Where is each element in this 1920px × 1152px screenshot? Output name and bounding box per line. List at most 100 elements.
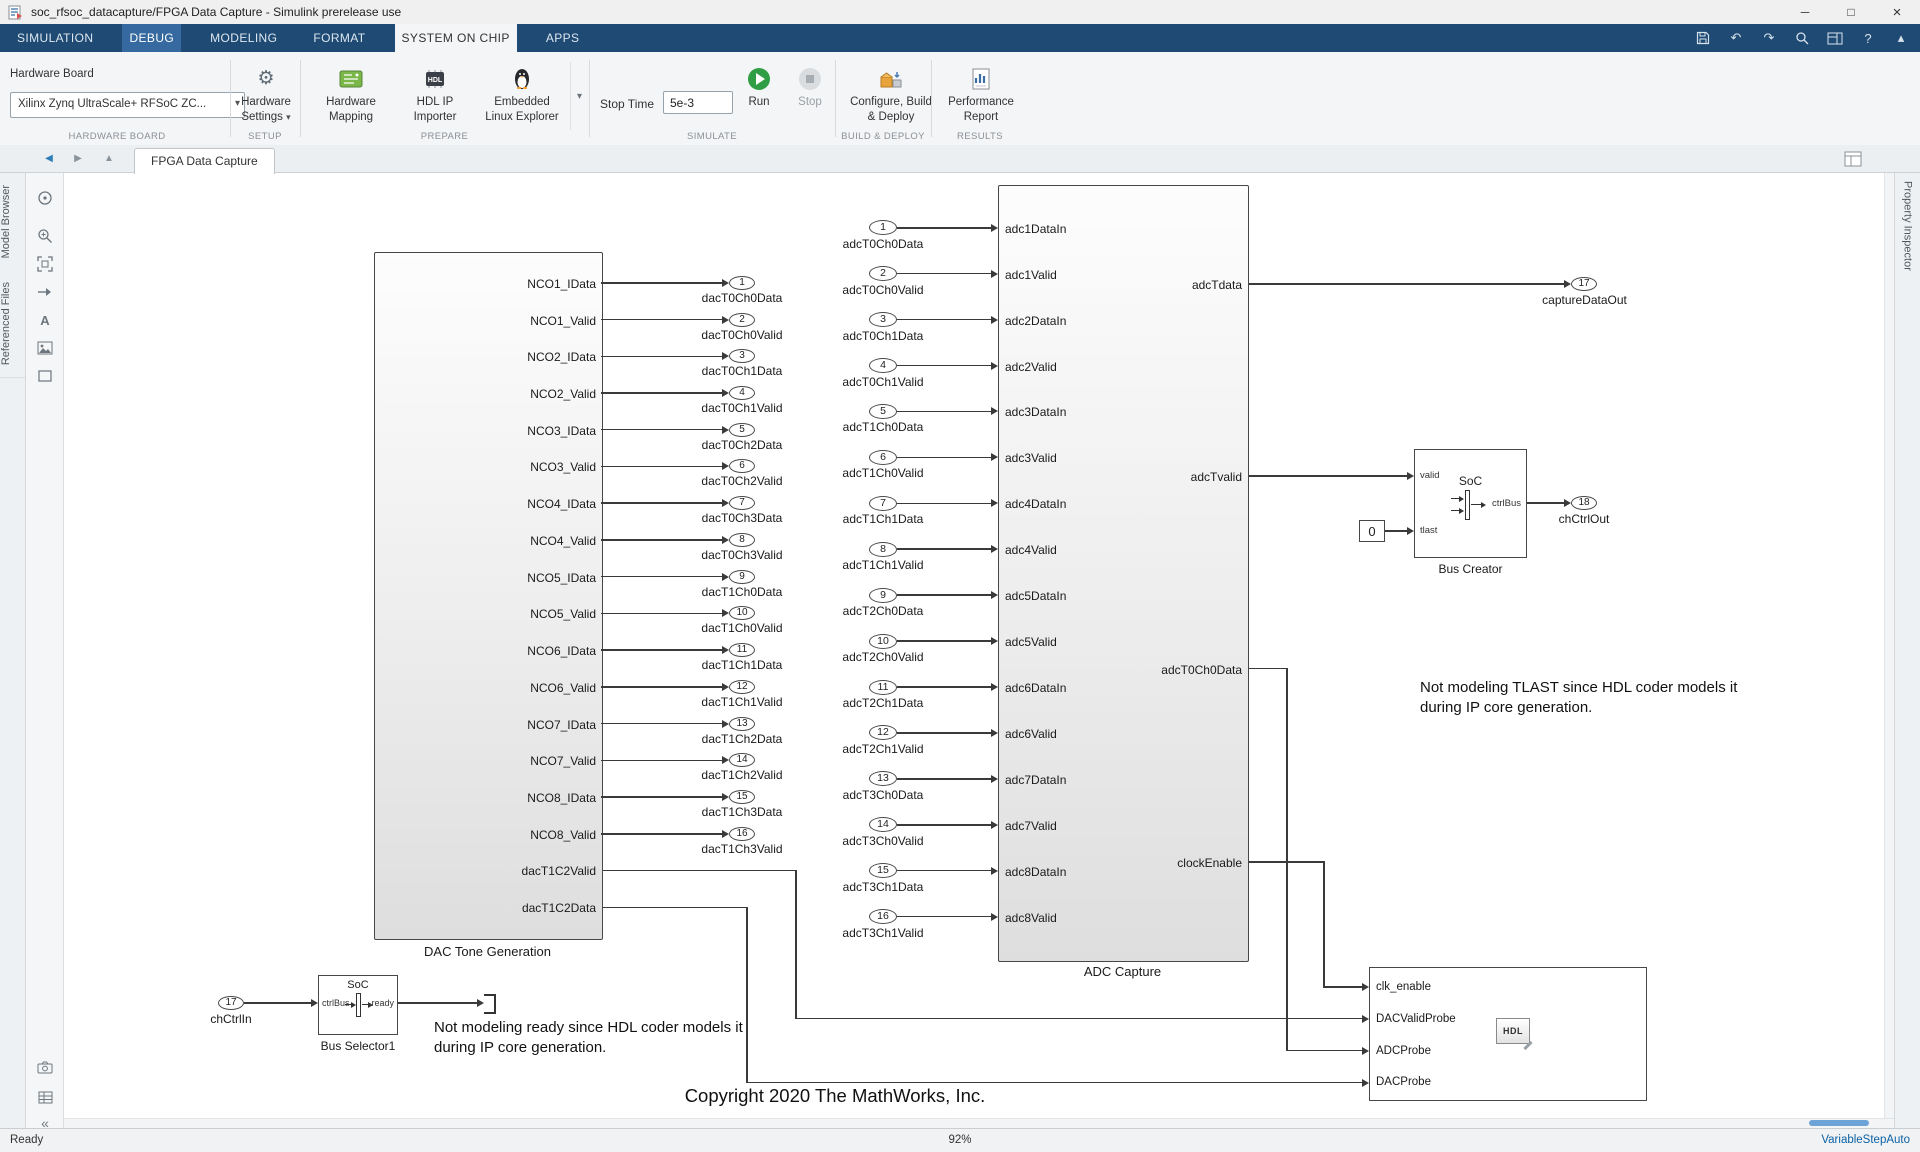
forward-button[interactable]: ▶ [67, 149, 89, 169]
hardware-settings-button[interactable]: ⚙ Hardware Settings ▾ [234, 58, 298, 136]
outport-oval[interactable]: 17 [1571, 277, 1597, 291]
pan-view-icon[interactable] [33, 186, 57, 210]
signal-line[interactable] [897, 916, 992, 918]
viewmark-icon[interactable] [33, 1055, 57, 1079]
zoom-in-icon[interactable] [33, 224, 57, 248]
stop-time-input[interactable] [663, 91, 733, 114]
report-icon [972, 66, 990, 92]
inport-oval[interactable]: 11 [869, 680, 897, 695]
bus-creator-block[interactable]: SoC valid tlast ctrlBus [1414, 449, 1527, 558]
inport-oval[interactable]: 16 [869, 909, 897, 924]
signal-line[interactable] [897, 548, 992, 550]
signal-line[interactable] [897, 365, 992, 367]
inport-oval[interactable]: 7 [869, 496, 897, 511]
collapse-ribbon-icon[interactable]: ▴ [1892, 29, 1910, 47]
sidebar-tab-referenced-files[interactable]: Referenced Files [0, 270, 25, 378]
inport-oval[interactable]: 4 [869, 358, 897, 373]
status-bar: Ready 92% VariableStepAuto [0, 1128, 1920, 1152]
image-annotation-icon[interactable] [33, 336, 57, 360]
route-arrow-icon[interactable] [33, 280, 57, 304]
sample-time-legend-icon[interactable] [33, 1085, 57, 1109]
close-button[interactable]: × [1874, 0, 1920, 24]
adc-port-label: adc8Valid [1005, 911, 1057, 925]
inport-oval[interactable]: 15 [869, 863, 897, 878]
undo-icon[interactable]: ↶ [1727, 29, 1745, 47]
signal-line[interactable] [897, 824, 992, 826]
solver-name[interactable]: VariableStepAuto [1821, 1134, 1910, 1146]
zoom-level: 92% [0, 1134, 1920, 1146]
tab-format[interactable]: FORMAT [306, 24, 372, 52]
tab-modeling[interactable]: MODELING [203, 24, 284, 52]
left-tab-strip: Model Browser Referenced Files [0, 173, 26, 1128]
configure-build-deploy-button[interactable]: Configure, Build & Deploy [840, 58, 942, 136]
h-scrollbar-thumb[interactable] [1809, 1120, 1869, 1126]
hdl-ip-importer-button[interactable]: HDL HDL IP Importer [398, 58, 472, 136]
embedded-linux-explorer-button[interactable]: Embedded Linux Explorer [476, 58, 568, 136]
signal-line[interactable] [897, 870, 992, 872]
hdl-block[interactable]: clk_enableDACValidProbeADCProbeDACProbe … [1369, 967, 1647, 1101]
tab-apps[interactable]: APPS [539, 24, 587, 52]
inport-oval[interactable]: 17 [218, 996, 244, 1010]
model-canvas[interactable]: NCO1_IDataNCO1_ValidNCO2_IDataNCO2_Valid… [64, 173, 1894, 1128]
inport-oval[interactable]: 1 [869, 220, 897, 235]
signal-line[interactable] [897, 273, 992, 275]
window-layout-icon[interactable] [1826, 29, 1844, 47]
property-inspector-tab[interactable]: Property Inspector [1902, 173, 1914, 1128]
outport-oval[interactable]: 18 [1571, 496, 1597, 510]
inport-oval[interactable]: 9 [869, 588, 897, 603]
fit-to-view-icon[interactable] [33, 252, 57, 276]
adc-capture-block[interactable]: adc1DataInadc1Validadc2DataInadc2Validad… [998, 185, 1249, 962]
signal-line[interactable] [897, 732, 992, 734]
area-annotation-icon[interactable] [33, 364, 57, 388]
inport-oval[interactable]: 3 [869, 312, 897, 327]
inport-oval[interactable]: 8 [869, 542, 897, 557]
save-icon[interactable] [1694, 29, 1712, 47]
h-scrollbar[interactable] [64, 1118, 1894, 1128]
signal-line[interactable] [897, 686, 992, 688]
signal-line[interactable] [897, 503, 992, 505]
inport-oval[interactable]: 13 [869, 771, 897, 786]
help-icon[interactable]: ? [1859, 29, 1877, 47]
minimize-button[interactable]: ─ [1782, 0, 1828, 24]
adc-port-label: adc3DataIn [1005, 405, 1066, 419]
stop-label: Stop [798, 95, 822, 110]
up-to-parent-button[interactable]: ▲ [98, 149, 120, 169]
inport-oval[interactable]: 12 [869, 725, 897, 740]
port-label: adcT2Ch0Data [813, 604, 953, 618]
tab-system-on-chip[interactable]: SYSTEM ON CHIP [395, 24, 517, 52]
signal-line[interactable] [897, 227, 992, 229]
run-button[interactable]: Run [737, 58, 781, 136]
v-scrollbar[interactable] [1884, 173, 1894, 1119]
maximize-button[interactable]: □ [1828, 0, 1874, 24]
redo-icon[interactable]: ↷ [1760, 29, 1778, 47]
explorer-bar-icon[interactable] [1844, 151, 1862, 167]
signal-line[interactable] [897, 778, 992, 780]
tab-simulation[interactable]: SIMULATION [10, 24, 100, 52]
tab-debug[interactable]: DEBUG [122, 24, 181, 52]
inport-oval[interactable]: 6 [869, 450, 897, 465]
port-label: adcT1Ch1Valid [813, 558, 953, 572]
back-button[interactable]: ◀ [38, 149, 60, 169]
hardware-board-select[interactable]: Xilinx Zynq UltraScale+ RFSoC ZC... ▾ [10, 92, 245, 118]
signal-line[interactable] [897, 594, 992, 596]
block-caption: Bus Creator [1404, 562, 1537, 576]
stop-button[interactable]: Stop [788, 58, 832, 136]
inport-oval[interactable]: 10 [869, 634, 897, 649]
inport-oval[interactable]: 2 [869, 266, 897, 281]
annotation-icon[interactable]: A [33, 308, 57, 332]
signal-line[interactable] [897, 640, 992, 642]
inport-oval[interactable]: 14 [869, 817, 897, 832]
inport-oval[interactable]: 5 [869, 404, 897, 419]
sidebar-tab-model-browser[interactable]: Model Browser [0, 173, 25, 270]
bus-selector-block[interactable]: SoC ctrlBus ready [318, 975, 398, 1035]
document-tab[interactable]: FPGA Data Capture [134, 148, 275, 174]
signal-line[interactable] [897, 457, 992, 459]
port-label: adcT1Ch0Valid [813, 466, 953, 480]
constant-block[interactable]: 0 [1359, 520, 1385, 542]
performance-report-button[interactable]: Performance Report [936, 58, 1026, 136]
prepare-expand-button[interactable]: ▾ [570, 62, 588, 130]
hardware-mapping-button[interactable]: Hardware Mapping [310, 58, 392, 136]
signal-line[interactable] [897, 319, 992, 321]
search-icon[interactable] [1793, 29, 1811, 47]
signal-line[interactable] [897, 411, 992, 413]
